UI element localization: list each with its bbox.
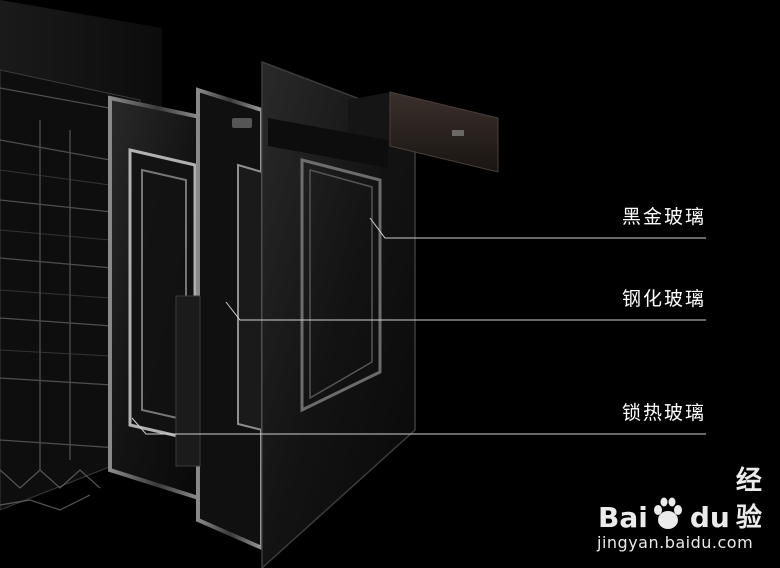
door-handle	[268, 91, 499, 173]
leader-line-top	[369, 217, 706, 239]
leader-lines	[131, 217, 706, 435]
watermark-suffix: 经验	[735, 466, 762, 533]
callout-top-label: 黑金玻璃	[622, 206, 707, 228]
leader-line-middle	[225, 301, 706, 321]
leader-line-bottom	[131, 417, 706, 435]
callout-middle-label: 钢化玻璃	[622, 288, 707, 310]
watermark-brand-left: Bai	[598, 501, 648, 534]
watermark-logo: Bai du 经验	[598, 466, 780, 534]
watermark-url: jingyan.baidu.com	[597, 533, 754, 552]
paw-icon	[650, 496, 686, 532]
watermark-brand-right: du	[689, 501, 730, 534]
outer-glass-panel	[261, 60, 416, 568]
callout-bottom-label: 锁热玻璃	[622, 402, 707, 424]
